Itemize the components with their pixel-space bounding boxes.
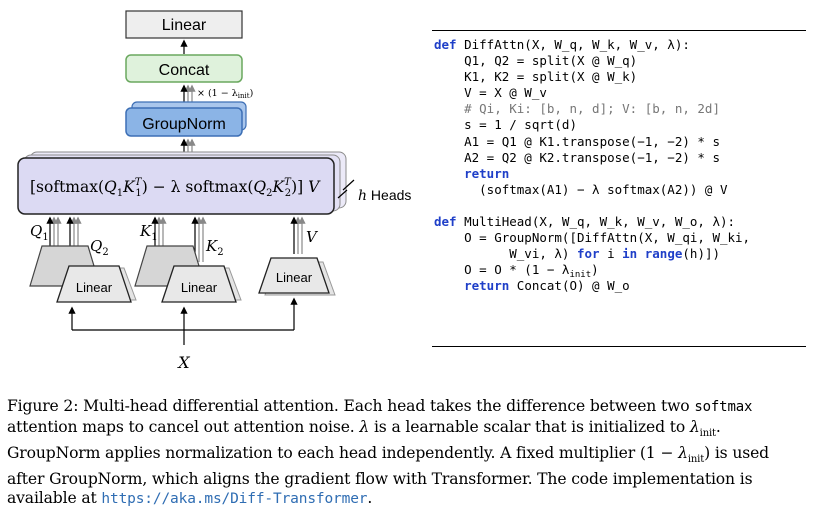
code-line: return bbox=[464, 165, 510, 181]
input-x-label: X bbox=[176, 353, 190, 372]
label-q2: Q2 bbox=[90, 237, 109, 258]
caption-line: Figure 2: Multi-head differential attent… bbox=[7, 397, 753, 415]
code-line: O = O * (1 − λinit) bbox=[434, 262, 599, 281]
code-line: A2 = Q2 @ K2.transpose(−1, −2) * s bbox=[434, 149, 720, 165]
linear-output-label: Linear bbox=[162, 17, 207, 34]
code-line: return Concat(O) @ W_o bbox=[464, 278, 630, 294]
differential-attention-diagram: Linear Concat × (1 − λinit) GroupNorm [s… bbox=[17, 10, 411, 372]
code-line: s = 1 / sqrt(d) bbox=[434, 117, 577, 133]
code-line: def DiffAttn(X, W_q, W_k, W_v, λ): bbox=[434, 37, 690, 52]
code-line: (softmax(A1) − λ softmax(A2)) @ V bbox=[434, 181, 728, 197]
code-line: W_vi, λ) for i in range(h)]) bbox=[434, 246, 721, 262]
caption-line: available at https://aka.ms/Diff-Transfo… bbox=[7, 489, 373, 508]
linear-output-block: Linear bbox=[125, 10, 243, 39]
code-line-comment: # Qi, Ki: [b, n, d]; V: [b, n, 2d] bbox=[434, 101, 720, 117]
label-k2: K2 bbox=[205, 237, 224, 258]
concat-block: Concat bbox=[125, 54, 243, 83]
code-line: O = GroupNorm([DiffAttn(X, W_qi, W_ki, bbox=[434, 230, 751, 246]
code-line: V = X @ W_v bbox=[434, 85, 547, 101]
input-routing bbox=[68, 297, 298, 345]
groupnorm-label: GroupNorm bbox=[142, 116, 226, 133]
linear-q-group: Linear bbox=[29, 245, 137, 303]
code-line: def MultiHead(X, W_q, W_k, W_v, W_o, λ): bbox=[434, 214, 736, 230]
groupnorm-block: GroupNorm bbox=[125, 101, 247, 137]
code-listing-panel: def DiffAttn(X, W_q, W_k, W_v, λ): Q1, Q… bbox=[432, 30, 806, 347]
code-listing: def DiffAttn(X, W_q, W_k, W_v, λ): Q1, Q… bbox=[434, 37, 750, 295]
code-line-blank bbox=[434, 198, 750, 214]
concat-label: Concat bbox=[159, 62, 210, 79]
code-line: A1 = Q1 @ K1.transpose(−1, −2) * s bbox=[434, 133, 720, 149]
linear-v-label: Linear bbox=[276, 270, 313, 285]
label-q1: Q1 bbox=[30, 222, 49, 243]
multiplier-label: × (1 − λinit) bbox=[197, 88, 253, 100]
arrows-k bbox=[151, 216, 207, 262]
diff-transformer-link[interactable]: https://aka.ms/Diff-Transformer bbox=[101, 491, 368, 508]
linear-k-label: Linear bbox=[181, 280, 218, 295]
caption-line: after GroupNorm, which aligns the gradie… bbox=[7, 469, 753, 488]
caption-line: GroupNorm applies normalization to each … bbox=[7, 443, 770, 465]
caption-line: attention maps to cancel out attention n… bbox=[7, 417, 721, 439]
linear-v-group: Linear bbox=[258, 257, 336, 296]
linear-q-label: Linear bbox=[76, 280, 113, 295]
heads-label: h Heads bbox=[358, 187, 411, 204]
label-v: V bbox=[306, 228, 319, 246]
arrows-v bbox=[290, 216, 306, 254]
heads-bracket bbox=[337, 179, 355, 199]
code-line: Q1, Q2 = split(X @ W_q) bbox=[434, 53, 638, 69]
code-line: K1, K2 = split(X @ W_k) bbox=[434, 69, 638, 85]
figure-caption: Figure 2: Multi-head differential attent… bbox=[7, 397, 829, 510]
linear-k-group: Linear bbox=[134, 245, 242, 303]
